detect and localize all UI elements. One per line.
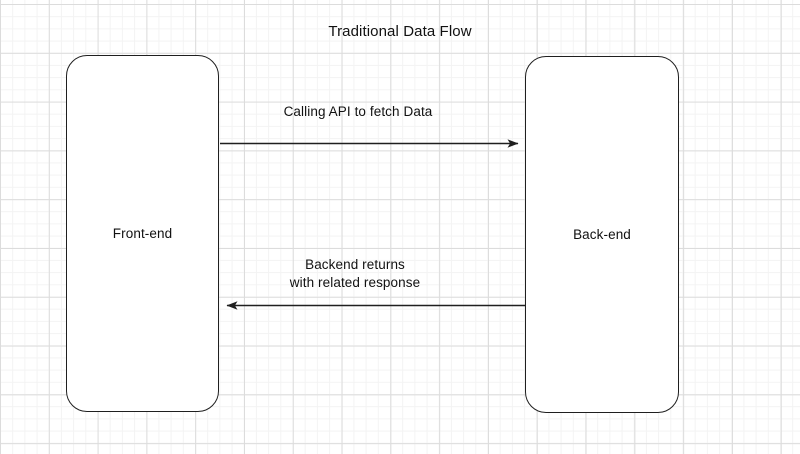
node-backend-label: Back-end [573, 227, 631, 242]
edge-response-label-line-2: with related response [289, 275, 421, 290]
node-frontend-label: Front-end [112, 226, 173, 241]
edge-request-label-line-1: Calling API to fetch Data [283, 104, 433, 119]
edge-response-label: Backend returns with related response [235, 256, 475, 292]
edge-request-label: Calling API to fetch Data [238, 103, 478, 121]
edge-response-label-line-1: Backend returns [305, 257, 405, 272]
node-backend[interactable]: Back-end [525, 56, 679, 413]
diagram-title: Traditional Data Flow [328, 23, 472, 40]
node-frontend[interactable]: Front-end [66, 55, 219, 412]
